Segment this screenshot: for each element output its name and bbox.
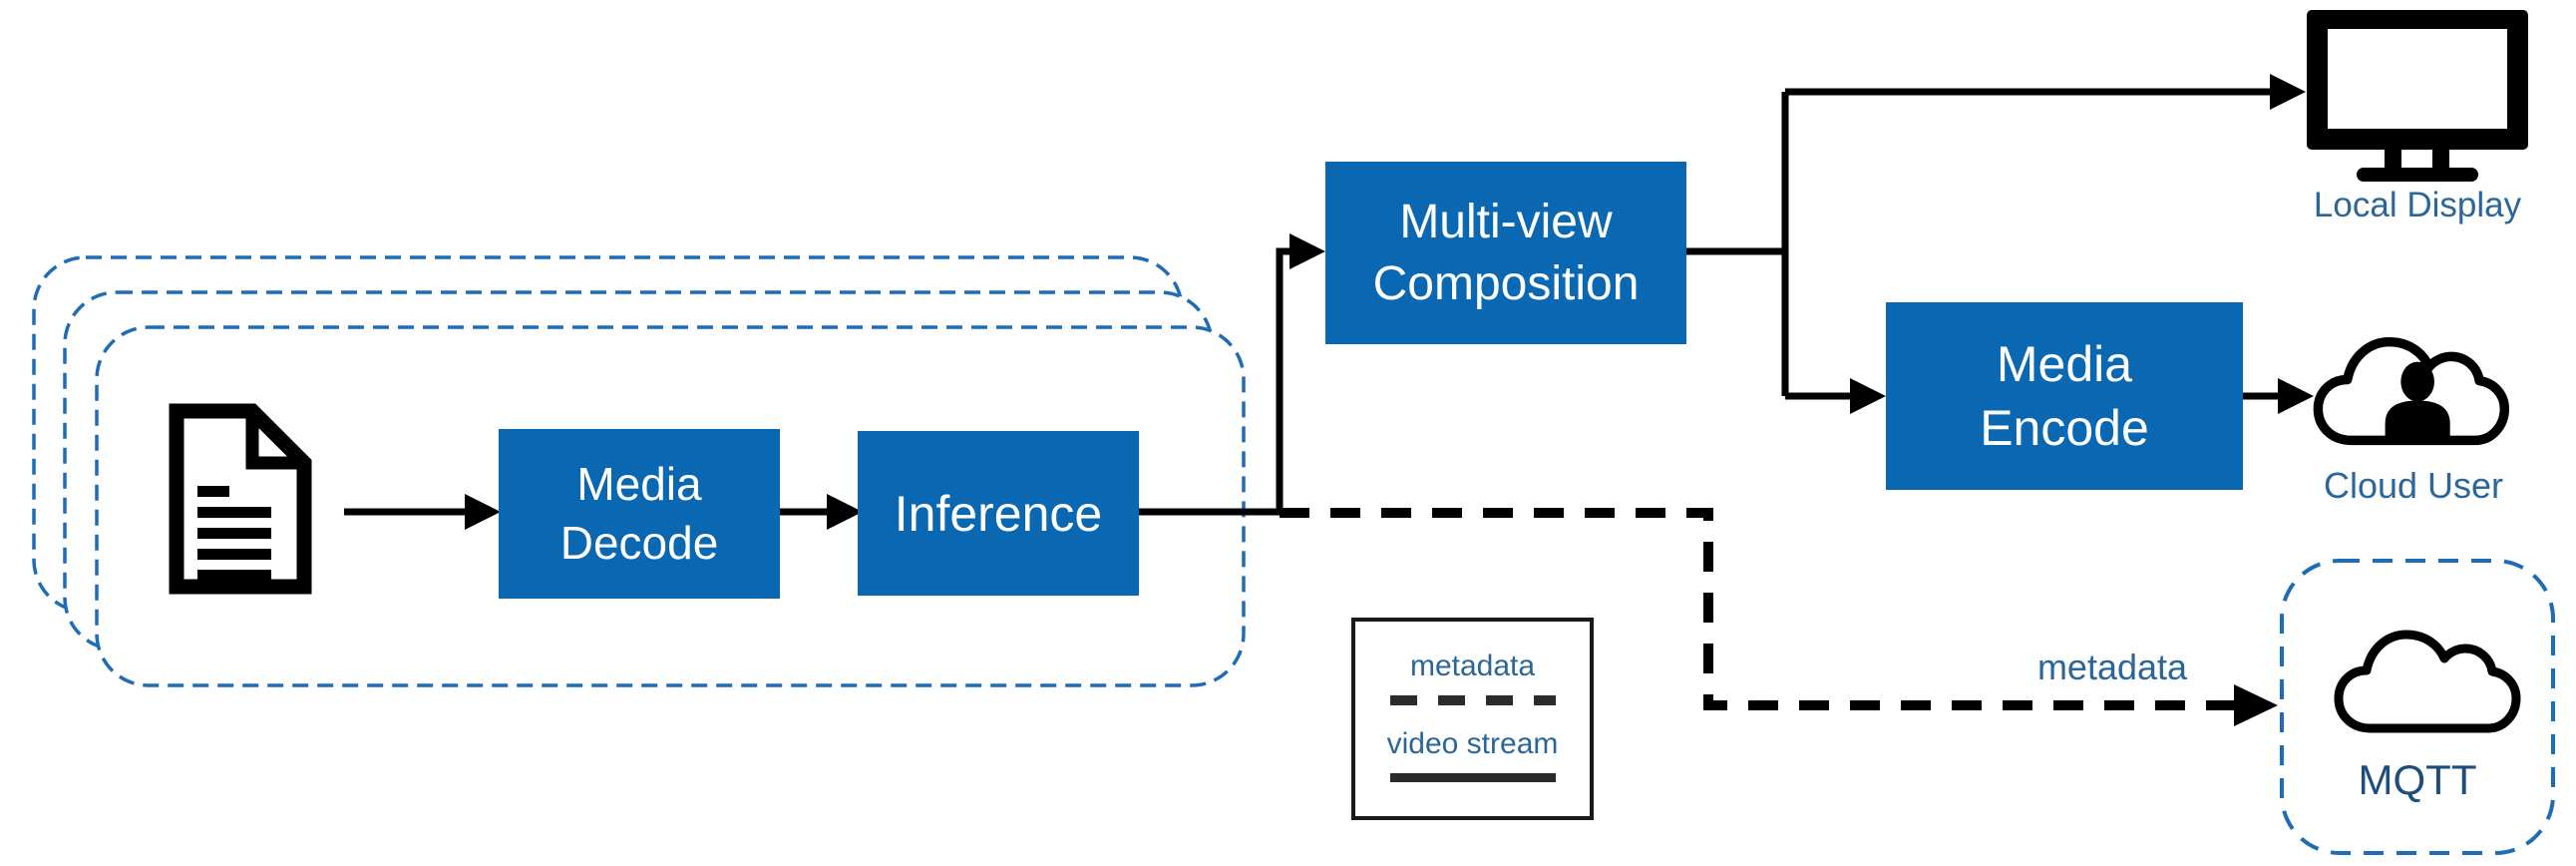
edge-metadata-to-mqtt	[1280, 508, 2234, 710]
legend-dashed-line-sample	[1389, 695, 1556, 705]
metadata-edge-label: metadata	[2036, 647, 2188, 687]
node-media-encode: Media Encode	[1886, 302, 2243, 490]
arrowhead-inference	[827, 494, 863, 530]
node-media-decode: Media Decode	[499, 429, 780, 599]
legend-video-stream-label: video stream	[1386, 727, 1559, 760]
legend-solid-line-sample	[1389, 773, 1556, 782]
arrowhead-clouduser	[2278, 378, 2314, 414]
arrowhead-multiview	[1289, 233, 1325, 269]
arrowhead-encode	[1850, 378, 1886, 414]
cloud-user-label: Cloud User	[2323, 465, 2504, 506]
arrowhead-display	[2270, 74, 2306, 110]
node-inference: Inference	[858, 431, 1139, 596]
document-icon	[169, 403, 312, 595]
local-display-label: Local Display	[2313, 186, 2522, 224]
arrowhead-mqtt	[2234, 684, 2278, 726]
arrowhead-decode	[465, 494, 501, 530]
video-stream-arrowheads	[465, 74, 2314, 530]
legend: metadata video stream	[1351, 618, 1594, 820]
cloud-user-icon	[2313, 336, 2510, 446]
cloud-icon	[2334, 630, 2521, 733]
legend-metadata-label: metadata	[1409, 650, 1536, 682]
display-icon	[2307, 10, 2528, 182]
edge-inference-to-multiview	[1139, 247, 1292, 516]
node-multi-view-composition: Multi-view Composition	[1325, 162, 1686, 344]
video-stream-connectors	[344, 88, 2282, 516]
mqtt-label: MQTT	[2358, 756, 2477, 803]
